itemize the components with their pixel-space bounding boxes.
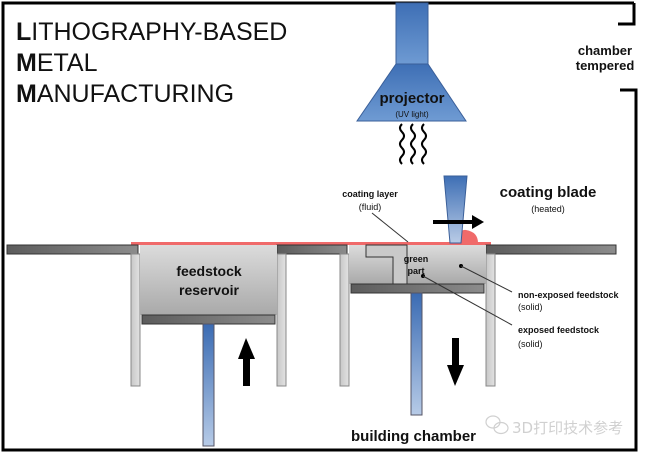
chamber-right-wall bbox=[485, 253, 496, 387]
title-line-1: LITHOGRAPHY-BASED bbox=[16, 18, 287, 46]
watermark: 3D打印技术参考 bbox=[485, 415, 623, 437]
reservoir-feedstock-material bbox=[140, 245, 277, 315]
projector-sublabel: (UV light) bbox=[395, 110, 429, 119]
uv-wave-3 bbox=[421, 123, 427, 165]
uv-light-waves-icon bbox=[399, 123, 427, 165]
reservoir-left-wall bbox=[130, 253, 141, 387]
uv-wave-1 bbox=[399, 123, 405, 165]
coating-blade-sublabel: (heated) bbox=[531, 204, 565, 214]
up-arrow-shaft bbox=[243, 358, 250, 386]
building-chamber-label: building chamber bbox=[351, 428, 476, 445]
build-platform bbox=[350, 283, 485, 294]
reservoir-piston-rod bbox=[202, 323, 215, 447]
middle-build-table bbox=[276, 244, 348, 255]
building-chamber: green part bbox=[339, 244, 496, 416]
projector: projector (UV light) bbox=[356, 2, 467, 122]
title: LITHOGRAPHY-BASED METAL MANUFACTURING bbox=[16, 18, 287, 108]
chamber-left-wall bbox=[339, 253, 350, 387]
frame-main bbox=[1, 1, 638, 452]
coating-blade-label: coating blade bbox=[500, 184, 597, 201]
watermark-text: 3D打印技术参考 bbox=[512, 419, 623, 437]
feedstock-reservoir: feedstock reservoir bbox=[130, 245, 287, 447]
coating-layer bbox=[131, 229, 491, 245]
green-part-label-1: green bbox=[404, 254, 429, 264]
projector-label: projector bbox=[379, 90, 444, 107]
projector-hood bbox=[356, 63, 467, 122]
build-piston-rod bbox=[410, 292, 423, 416]
reservoir-label-2: reservoir bbox=[179, 282, 239, 298]
reservoir-right-wall bbox=[276, 253, 287, 387]
down-arrow-shaft bbox=[452, 338, 459, 366]
coating-layer-film bbox=[131, 242, 491, 245]
title-line-2: METAL bbox=[16, 49, 98, 77]
right-arrow-icon bbox=[472, 215, 484, 229]
exposed-feedstock-label: exposed feedstock bbox=[518, 325, 600, 335]
wechat-icon bbox=[485, 415, 509, 435]
left-build-table bbox=[6, 244, 139, 255]
exposed-leader-line bbox=[422, 275, 513, 326]
coating-layer-leader-line bbox=[371, 212, 409, 243]
uv-wave-2 bbox=[410, 123, 416, 165]
right-build-table bbox=[485, 244, 617, 255]
reservoir-label-1: feedstock bbox=[176, 263, 242, 279]
non-exposed-leader-line bbox=[460, 265, 513, 293]
exposed-feedstock-sublabel: (solid) bbox=[518, 339, 543, 349]
coating-layer-sublabel: (fluid) bbox=[359, 202, 382, 212]
down-arrow-icon bbox=[447, 365, 464, 386]
chamber-frame bbox=[1, 1, 638, 452]
coating-blade bbox=[433, 175, 484, 244]
reservoir-piston-plate bbox=[141, 314, 276, 325]
frame-top-right bbox=[618, 3, 636, 26]
non-exposed-feedstock-sublabel: (solid) bbox=[518, 302, 543, 312]
chamber-tempered-label-2: tempered bbox=[576, 58, 635, 73]
green-part-label-2: part bbox=[407, 266, 424, 276]
up-arrow-icon bbox=[238, 338, 255, 359]
projector-shaft bbox=[395, 2, 429, 66]
non-exposed-feedstock-label: non-exposed feedstock bbox=[518, 290, 620, 300]
title-line-3: MANUFACTURING bbox=[16, 80, 234, 108]
chamber-tempered-label-1: chamber bbox=[578, 43, 632, 58]
coating-layer-label: coating layer bbox=[342, 189, 398, 199]
